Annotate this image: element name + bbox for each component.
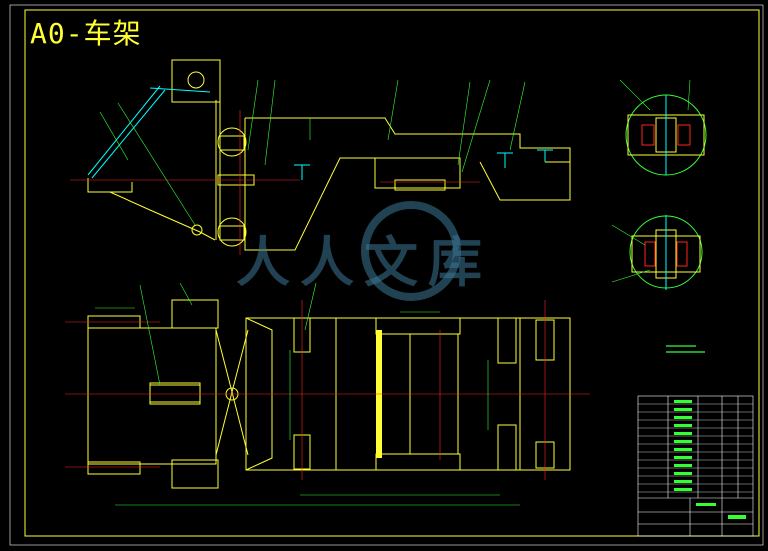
drawing-title: A0-车架 (30, 17, 142, 50)
title-block-rows (638, 403, 753, 493)
watermark-text: 人人文库 (236, 230, 492, 294)
title-block-fill (674, 400, 746, 519)
elevation-center-lines (70, 110, 480, 255)
watermark-logo (361, 201, 461, 301)
detail-view-lower (611, 215, 703, 290)
drawing-border (24, 9, 760, 537)
elevation-leaders (99, 79, 526, 226)
title-block (637, 395, 754, 537)
plan-center-lines (65, 300, 590, 480)
outer-frame (9, 4, 764, 546)
detail-view-upper (619, 79, 707, 176)
elevation-view (87, 59, 571, 251)
plan-dimensions (95, 282, 520, 506)
